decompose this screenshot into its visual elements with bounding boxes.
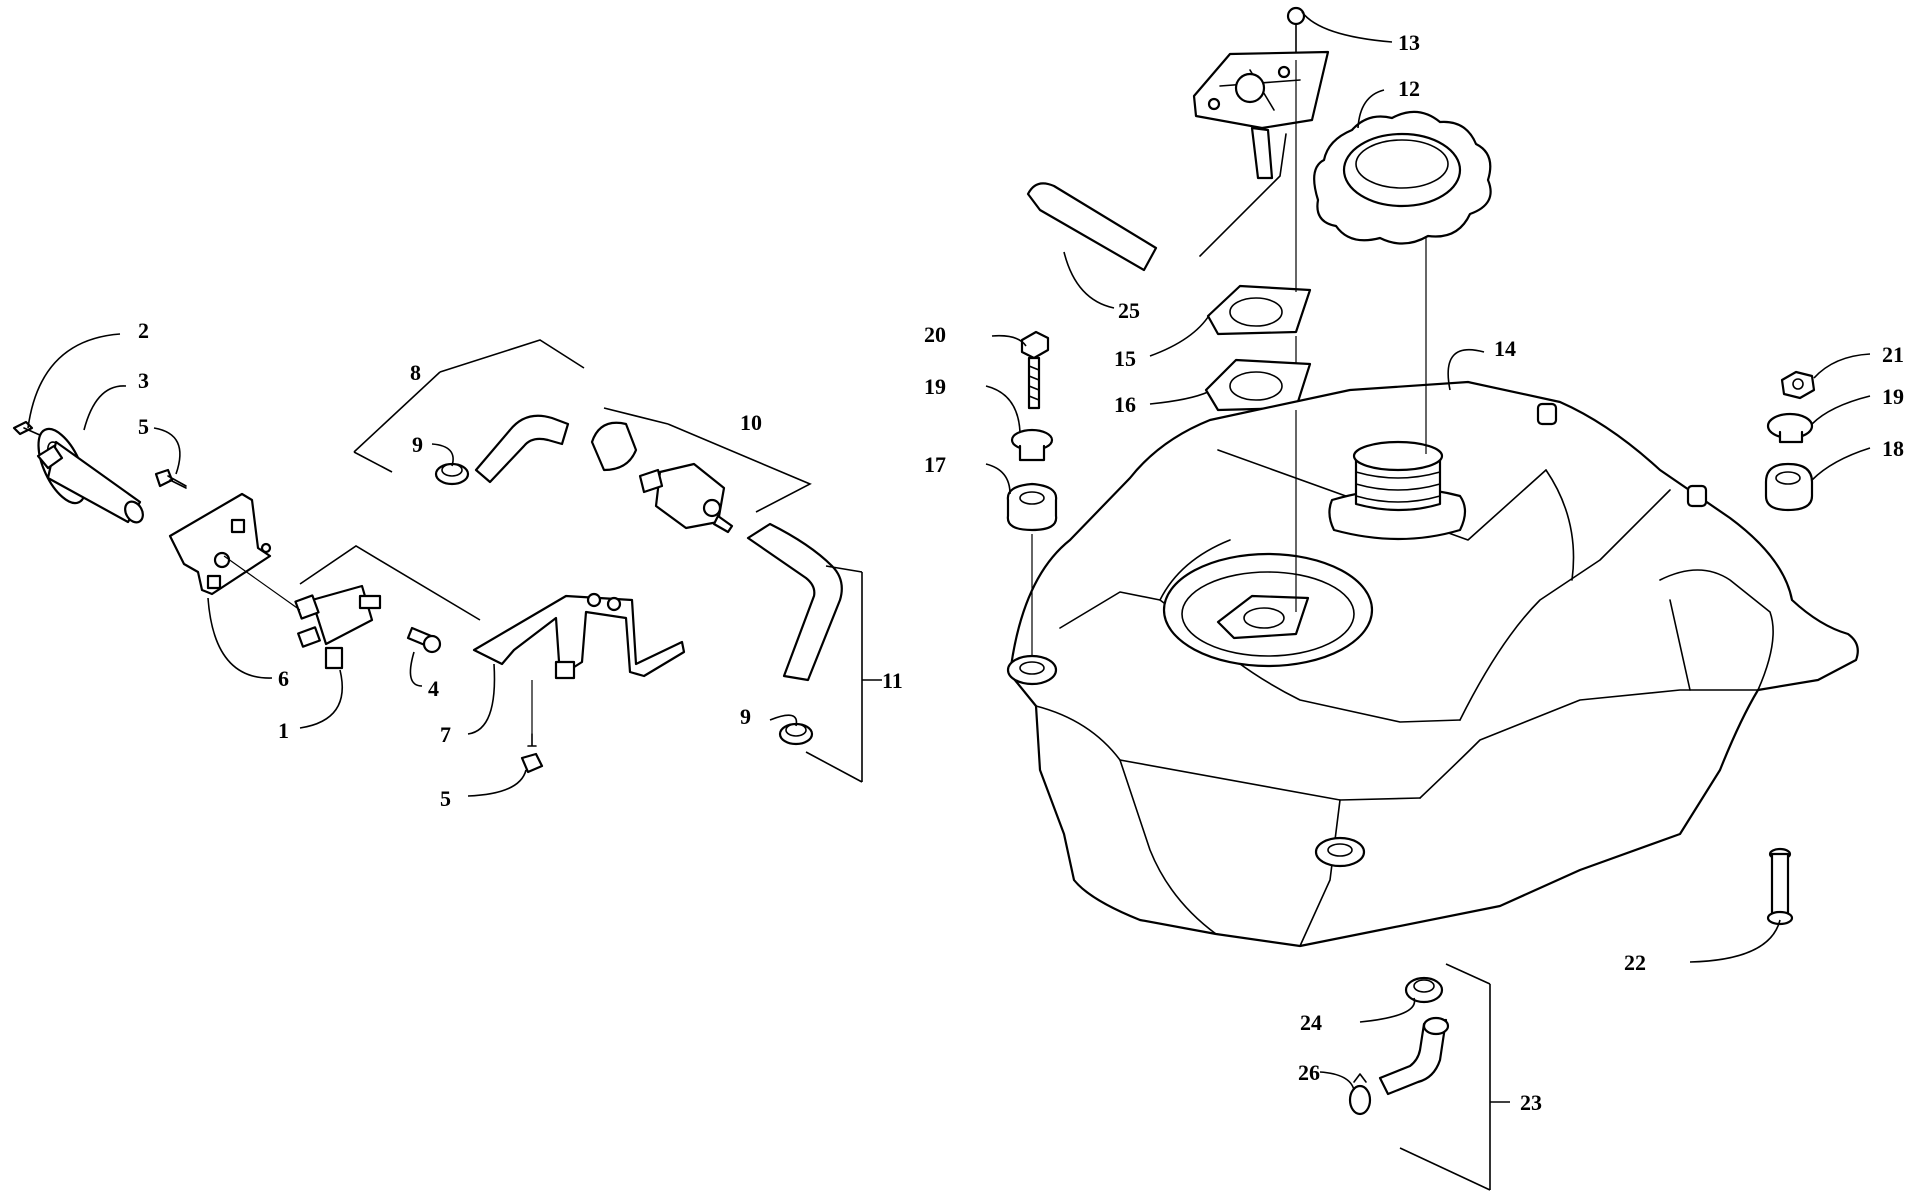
screw-part-2 xyxy=(12,420,43,437)
bolt-part-20 xyxy=(1020,330,1050,410)
callout-18: 18 xyxy=(1882,436,1904,461)
callout-22: 22 xyxy=(1624,950,1646,975)
callout-24: 24 xyxy=(1300,1010,1322,1035)
hose-clamp-part-9-upper xyxy=(434,462,470,486)
leader-lines xyxy=(27,11,1871,1191)
gasket-part-15 xyxy=(1206,284,1312,336)
callout-11: 11 xyxy=(882,668,903,693)
callout-17: 17 xyxy=(924,452,946,477)
washer-part-19-right xyxy=(1766,412,1814,444)
hose-clamp-part-24 xyxy=(1404,976,1444,1004)
callout-12: 12 xyxy=(1398,76,1420,101)
clip-part-26 xyxy=(1348,1073,1372,1116)
callout-labels: 1 2 3 4 5 5 6 7 8 9 9 10 11 12 13 14 15 … xyxy=(138,30,1904,1115)
fuel-filter-part-10 xyxy=(590,421,734,534)
fuel-cap-part-12 xyxy=(1313,110,1492,245)
fuel-tank-part-14 xyxy=(1006,380,1859,948)
washer-part-19-left xyxy=(1010,428,1054,462)
callout-19-left: 19 xyxy=(924,374,946,399)
callout-4: 4 xyxy=(428,676,439,701)
callout-25: 25 xyxy=(1118,298,1140,323)
bracket-plate-part-6 xyxy=(168,492,272,596)
callout-7: 7 xyxy=(440,722,451,747)
gasket-part-16 xyxy=(1204,358,1312,412)
callout-16: 16 xyxy=(1114,392,1136,417)
callout-9-upper: 9 xyxy=(412,432,423,457)
fuel-sender-part-25 xyxy=(1026,50,1330,272)
callout-2: 2 xyxy=(138,318,149,343)
grommet-part-18 xyxy=(1764,462,1814,512)
valve-tube-part-3 xyxy=(36,427,144,524)
callout-5-lower: 5 xyxy=(440,786,451,811)
callout-20: 20 xyxy=(924,322,946,347)
hose-clamp-part-9-lower xyxy=(778,722,814,746)
callout-6: 6 xyxy=(278,666,289,691)
fuel-valve-part-1 xyxy=(294,584,382,670)
callout-15: 15 xyxy=(1114,346,1136,371)
callout-10: 10 xyxy=(740,410,762,435)
callout-9-lower: 9 xyxy=(740,704,751,729)
callout-5-upper: 5 xyxy=(138,414,149,439)
fuel-hose-part-11 xyxy=(746,522,843,682)
drain-fitting-part-22 xyxy=(1766,847,1794,926)
callout-26: 26 xyxy=(1298,1060,1320,1085)
callout-1: 1 xyxy=(278,718,289,743)
callout-19-right: 19 xyxy=(1882,384,1904,409)
bolt-part-5-lower xyxy=(520,733,544,774)
bracket-part-7 xyxy=(472,592,686,680)
bolt-part-5-upper xyxy=(154,468,187,489)
grommet-part-17 xyxy=(1006,482,1058,532)
callout-21: 21 xyxy=(1882,342,1904,367)
screw-part-4 xyxy=(406,626,442,654)
callout-14: 14 xyxy=(1494,336,1516,361)
drain-hose-part-23 xyxy=(1378,1016,1450,1096)
callout-23: 23 xyxy=(1520,1090,1542,1115)
callout-8: 8 xyxy=(410,360,421,385)
callout-13: 13 xyxy=(1398,30,1420,55)
fuel-hose-part-8 xyxy=(474,414,570,484)
screw-part-13 xyxy=(1286,6,1306,61)
callout-3: 3 xyxy=(138,368,149,393)
nut-part-21 xyxy=(1780,370,1816,400)
